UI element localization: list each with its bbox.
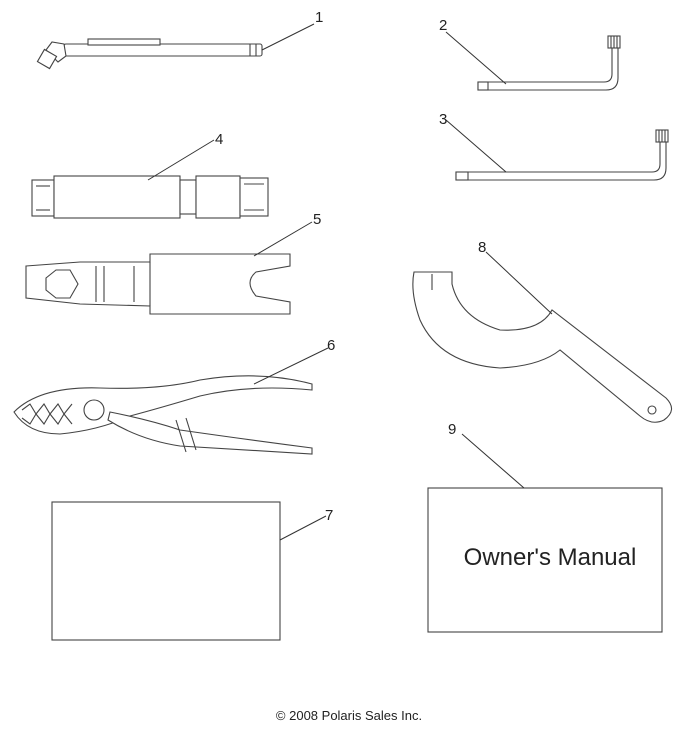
copyright-notice: © 2008 Polaris Sales Inc. — [275, 708, 423, 723]
part-8-spanner-wrench — [412, 271, 673, 423]
callout-5: 5 — [313, 211, 321, 228]
part-7-card — [51, 501, 281, 641]
part-6-pliers — [13, 375, 313, 455]
part-5-combination-wrench — [25, 253, 291, 315]
part-2-torx-key — [477, 35, 621, 91]
callout-3: 3 — [439, 111, 447, 128]
callout-2: 2 — [439, 17, 447, 34]
callout-1: 1 — [315, 9, 323, 26]
callout-9: 9 — [448, 421, 456, 438]
part-1-gauge — [36, 38, 263, 70]
part-3-torx-key — [455, 129, 669, 181]
part-4-spark-plug-socket — [31, 175, 269, 219]
callout-8: 8 — [478, 239, 486, 256]
callout-7: 7 — [325, 507, 333, 524]
part-9-owners-manual: Owner's Manual — [427, 487, 663, 633]
owners-manual-title: Owner's Manual — [464, 544, 637, 571]
callout-4: 4 — [215, 131, 223, 148]
callout-6: 6 — [327, 337, 335, 354]
